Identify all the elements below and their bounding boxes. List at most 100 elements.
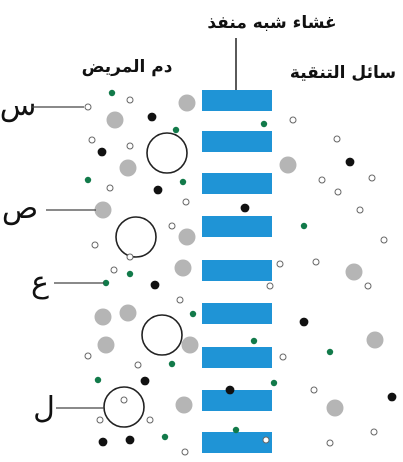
green-particle <box>233 427 239 433</box>
small-particle <box>97 417 103 423</box>
small-particle <box>127 97 133 103</box>
black-particle <box>346 158 355 167</box>
small-particle <box>169 223 175 229</box>
gray-particle <box>346 264 363 281</box>
gray-particle <box>107 112 124 129</box>
green-particle <box>251 338 257 344</box>
large-particle <box>116 217 156 257</box>
gray-particle <box>280 157 297 174</box>
small-particle <box>92 242 98 248</box>
gray-particle <box>95 202 112 219</box>
membrane-label: غشاء شبه منفذ <box>207 13 336 33</box>
small-particle <box>182 449 188 455</box>
green-particle <box>190 311 196 317</box>
green-particle <box>85 177 91 183</box>
membrane-segment <box>202 216 272 237</box>
small-particle <box>127 254 133 260</box>
black-particle <box>148 113 157 122</box>
green-particle <box>127 271 133 277</box>
legend-sad: ص <box>2 191 96 226</box>
small-particle <box>327 440 333 446</box>
small-particle <box>280 354 286 360</box>
gray-particle <box>327 400 344 417</box>
green-particle <box>180 179 186 185</box>
small-particle <box>111 267 117 273</box>
black-particle <box>154 186 163 195</box>
small-particle <box>335 189 341 195</box>
black-particle <box>126 436 135 445</box>
label-lam: ل <box>33 391 55 426</box>
membrane-segment <box>202 432 272 453</box>
small-particle <box>365 283 371 289</box>
green-particle <box>173 127 179 133</box>
small-particle <box>147 417 153 423</box>
small-particle <box>267 283 273 289</box>
green-particle <box>109 90 115 96</box>
small-particle <box>85 104 91 110</box>
membrane-segment <box>202 90 272 111</box>
black-particle <box>98 148 107 157</box>
black-particle <box>226 386 235 395</box>
gray-particle <box>176 397 193 414</box>
small-particle <box>277 261 283 267</box>
gray-particle <box>120 160 137 177</box>
dialysate-label: سائل التنقية <box>290 63 396 83</box>
legend-lam: ل <box>33 391 104 426</box>
black-particle <box>141 377 150 386</box>
small-particle <box>85 353 91 359</box>
small-particle <box>371 429 377 435</box>
black-particle <box>241 204 250 213</box>
gray-particle <box>182 337 199 354</box>
small-particle <box>313 259 319 265</box>
blood-label: دم المريض <box>82 57 173 77</box>
semipermeable-membrane <box>202 90 272 453</box>
black-particle <box>300 318 309 327</box>
gray-particle <box>95 309 112 326</box>
small-particle <box>107 185 113 191</box>
green-particle <box>327 349 333 355</box>
small-particle <box>290 117 296 123</box>
label-s: س <box>0 88 36 123</box>
black-particle <box>99 438 108 447</box>
small-particle <box>127 143 133 149</box>
legend-ain: ع <box>31 265 104 300</box>
black-particle <box>388 393 397 402</box>
green-particle <box>261 121 267 127</box>
gray-particle <box>179 229 196 246</box>
small-particle <box>177 297 183 303</box>
membrane-segment <box>202 303 272 324</box>
gray-particle <box>120 305 137 322</box>
membrane-segment <box>202 390 272 411</box>
membrane-segment <box>202 173 272 194</box>
small-particle <box>183 199 189 205</box>
small-particle <box>89 137 95 143</box>
large-particle <box>104 387 144 427</box>
green-particle <box>271 380 277 386</box>
gray-particle <box>367 332 384 349</box>
small-particle <box>135 362 141 368</box>
small-particle <box>357 207 363 213</box>
small-particle <box>319 177 325 183</box>
legend-s: س <box>0 88 84 123</box>
gray-particle <box>98 337 115 354</box>
small-particle <box>121 397 127 403</box>
small-particle <box>369 175 375 181</box>
membrane-segment <box>202 347 272 368</box>
small-particle <box>263 437 269 443</box>
label-sad: ص <box>2 191 38 226</box>
membrane-segment <box>202 131 272 152</box>
green-particle <box>301 223 307 229</box>
green-particle <box>169 361 175 367</box>
gray-particle <box>175 260 192 277</box>
gray-particle <box>179 95 196 112</box>
small-particle <box>334 136 340 142</box>
green-particle <box>95 377 101 383</box>
small-particle <box>381 237 387 243</box>
green-particle <box>162 434 168 440</box>
label-ain: ع <box>31 265 49 300</box>
large-particle <box>142 315 182 355</box>
black-particle <box>151 281 160 290</box>
large-particle <box>147 133 187 173</box>
membrane-segment <box>202 260 272 281</box>
